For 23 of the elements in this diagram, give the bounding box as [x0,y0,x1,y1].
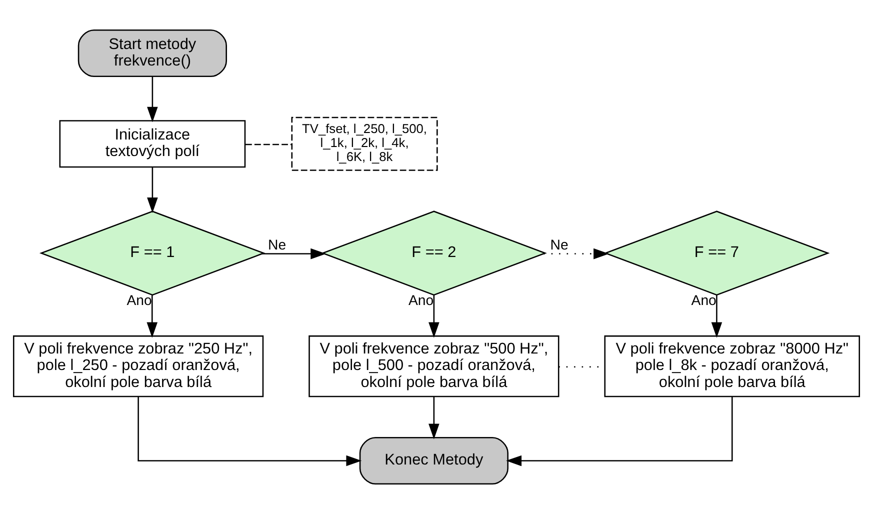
arrow [147,76,158,122]
node-box: Inicializace textových polí [59,120,246,168]
node-diamond: F == 2 [320,210,547,296]
node-diamond: F == 7 [604,210,830,296]
arrow [146,295,158,338]
arrow [428,396,440,440]
arrow [506,396,733,466]
node-box: Konec Metody [359,436,508,484]
arrow [262,248,326,260]
connector [245,144,292,146]
node-box: V poli frekvence zobraz "8000 Hz" pole l_8k - pozadí oranžová, okolní pole barva bílá [604,335,860,398]
arrow [428,295,440,338]
edge-label: Ne [550,236,568,253]
node-box: Start metody frekvence() [78,30,227,78]
edge-label: Ne [268,236,286,253]
arrow [147,167,158,213]
arrow [138,396,362,466]
node-diamond: F == 1 [39,210,266,296]
arrow [544,248,609,260]
node-box: V poli frekvence zobraz "250 Hz", pole l_250 - pozadí oranžová, okolní pole barva bílá [12,335,264,398]
node-box: TV_fset, l_250, l_500, l_1k, l_2k, l_4k, l_6K, l_8k [291,116,438,171]
node-box: V poli frekvence zobraz "500 Hz", pole l_500 - pozadí oranžová, okolní pole barva bílá [308,335,560,398]
arrow [711,295,722,338]
